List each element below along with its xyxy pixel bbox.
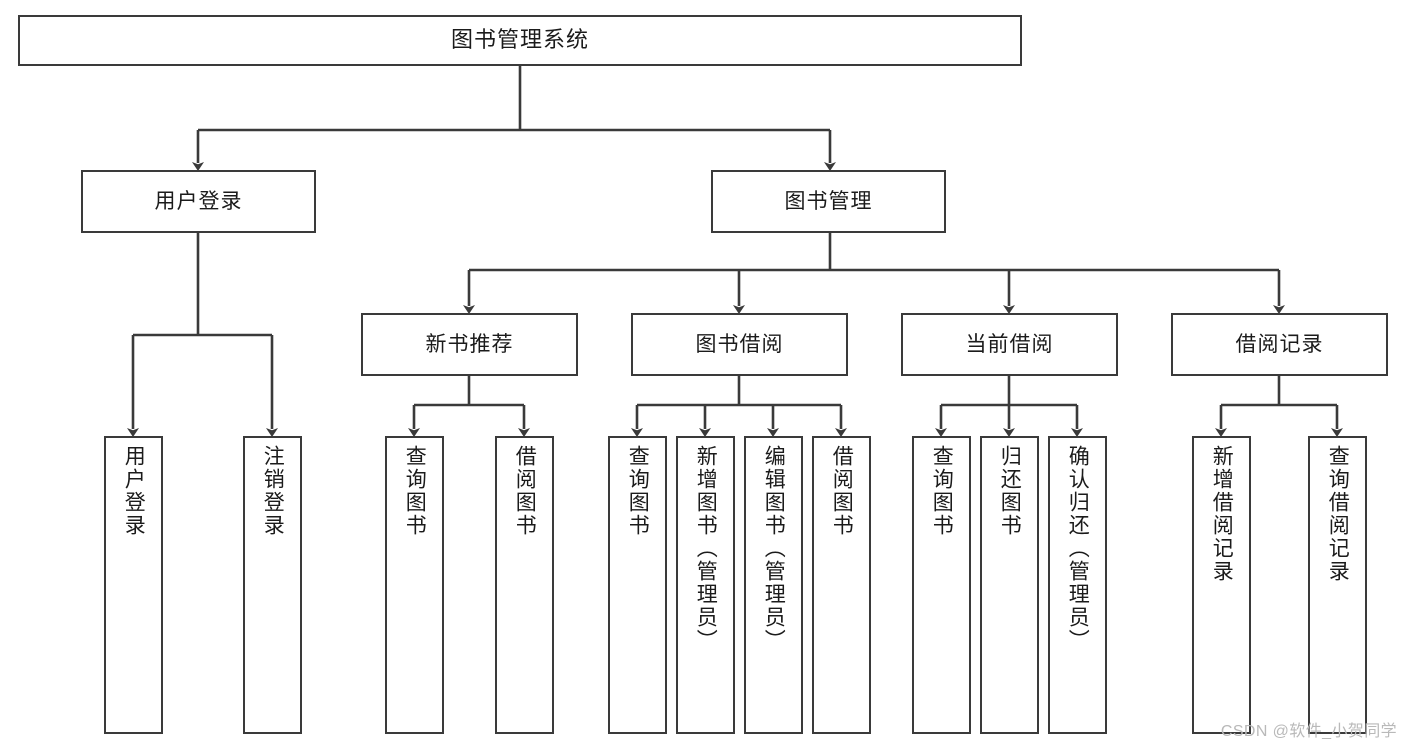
node-user-login-label: 用户登录 — [154, 189, 243, 213]
node-leaf-query-record[interactable]: 查询借阅记录 — [1308, 436, 1367, 734]
node-leaf-edit-book[interactable]: 编辑图书（管理员） — [744, 436, 803, 734]
node-book-borrow-label: 图书借阅 — [695, 332, 784, 356]
node-book-management-label: 图书管理 — [784, 189, 873, 213]
node-leaf-add-record-label: 新增借阅记录 — [1210, 445, 1234, 583]
node-current-borrow[interactable]: 当前借阅 — [901, 313, 1118, 376]
node-book-borrow[interactable]: 图书借阅 — [631, 313, 848, 376]
node-leaf-query-book-2-label: 查询图书 — [626, 445, 650, 537]
node-leaf-user-login-label: 用户登录 — [122, 445, 146, 537]
node-leaf-add-record[interactable]: 新增借阅记录 — [1192, 436, 1251, 734]
node-leaf-edit-book-label: 编辑图书（管理员） — [762, 445, 786, 652]
node-borrow-record[interactable]: 借阅记录 — [1171, 313, 1388, 376]
node-new-book-recommend[interactable]: 新书推荐 — [361, 313, 578, 376]
node-leaf-query-book-1-label: 查询图书 — [403, 445, 427, 537]
node-book-management[interactable]: 图书管理 — [711, 170, 946, 233]
node-leaf-borrow-book-1[interactable]: 借阅图书 — [495, 436, 554, 734]
node-leaf-query-record-label: 查询借阅记录 — [1326, 445, 1350, 583]
node-leaf-query-book-2[interactable]: 查询图书 — [608, 436, 667, 734]
node-leaf-confirm-return[interactable]: 确认归还（管理员） — [1048, 436, 1107, 734]
node-leaf-confirm-return-label: 确认归还（管理员） — [1066, 445, 1090, 652]
node-new-book-recommend-label: 新书推荐 — [425, 332, 514, 356]
node-root[interactable]: 图书管理系统 — [18, 15, 1022, 66]
node-leaf-return-book[interactable]: 归还图书 — [980, 436, 1039, 734]
node-leaf-return-book-label: 归还图书 — [998, 445, 1022, 537]
node-leaf-query-book-3[interactable]: 查询图书 — [912, 436, 971, 734]
node-leaf-user-login[interactable]: 用户登录 — [104, 436, 163, 734]
node-leaf-query-book-3-label: 查询图书 — [930, 445, 954, 537]
node-leaf-borrow-book-2-label: 借阅图书 — [830, 445, 854, 537]
node-leaf-borrow-book-1-label: 借阅图书 — [513, 445, 537, 537]
node-leaf-borrow-book-2[interactable]: 借阅图书 — [812, 436, 871, 734]
node-leaf-add-book[interactable]: 新增图书（管理员） — [676, 436, 735, 734]
node-leaf-query-book-1[interactable]: 查询图书 — [385, 436, 444, 734]
csdn-watermark: CSDN @软件_小贺同学 — [1220, 723, 1397, 740]
node-leaf-add-book-label: 新增图书（管理员） — [694, 445, 718, 652]
node-leaf-user-logout-label: 注销登录 — [261, 445, 285, 537]
node-root-label: 图书管理系统 — [450, 27, 589, 53]
node-user-login[interactable]: 用户登录 — [81, 170, 316, 233]
node-current-borrow-label: 当前借阅 — [965, 332, 1054, 356]
node-borrow-record-label: 借阅记录 — [1235, 332, 1324, 356]
node-leaf-user-logout[interactable]: 注销登录 — [243, 436, 302, 734]
